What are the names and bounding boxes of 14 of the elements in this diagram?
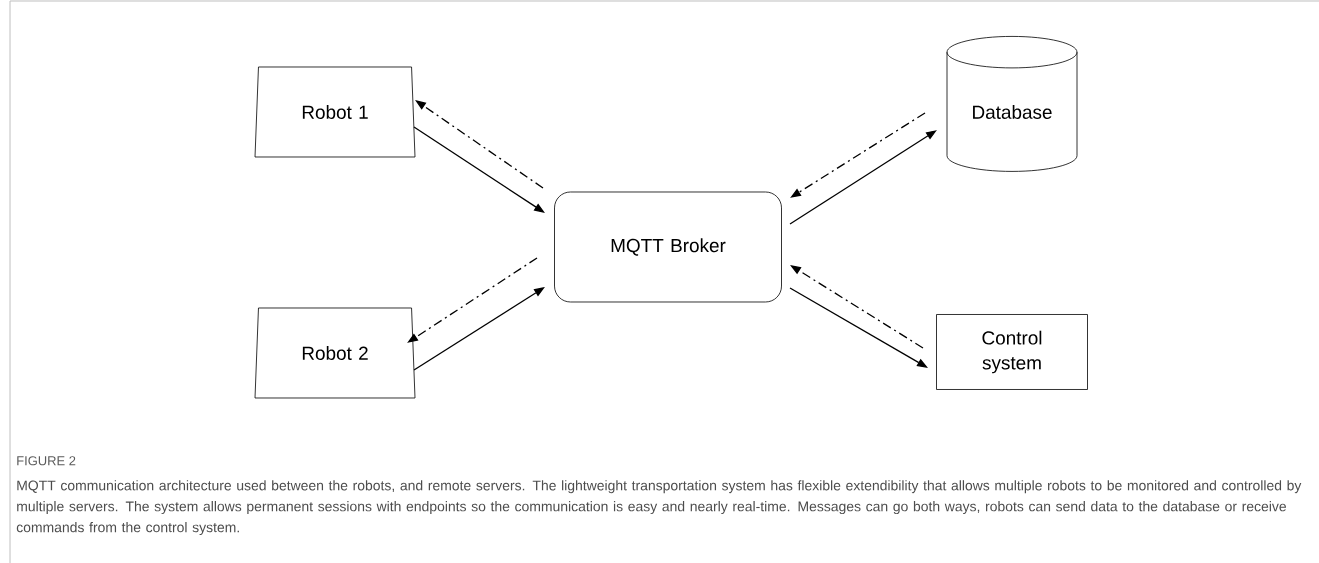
arrow [415, 100, 544, 189]
caption: MQTT communication architecture used between the robots, and remote servers. The lightweight transportation system has flexible extendibility that allows multiple robots to be monitored and controlled by multiple servers. The system allows permanent sessions with endpoints so the communication is easy and nearly real-time. Messages can go both ways, robots can send data to the database or receive commands from the control system. [16, 480, 1302, 536]
system-box: Control system [936, 314, 1088, 390]
figure-label: FIGURE 2 [17, 456, 76, 466]
robot-trapezoid: Robot 2 [254, 307, 416, 399]
robot-trapezoid: Robot 1 [254, 66, 416, 158]
database-cylinder: Database [946, 36, 1078, 172]
arrow [413, 287, 545, 371]
arrow [407, 257, 538, 343]
broker-box: MQTT Broker [554, 191, 782, 303]
arrow [790, 265, 924, 349]
arrow [789, 130, 937, 225]
arrow [413, 126, 545, 213]
arrow [790, 112, 926, 198]
